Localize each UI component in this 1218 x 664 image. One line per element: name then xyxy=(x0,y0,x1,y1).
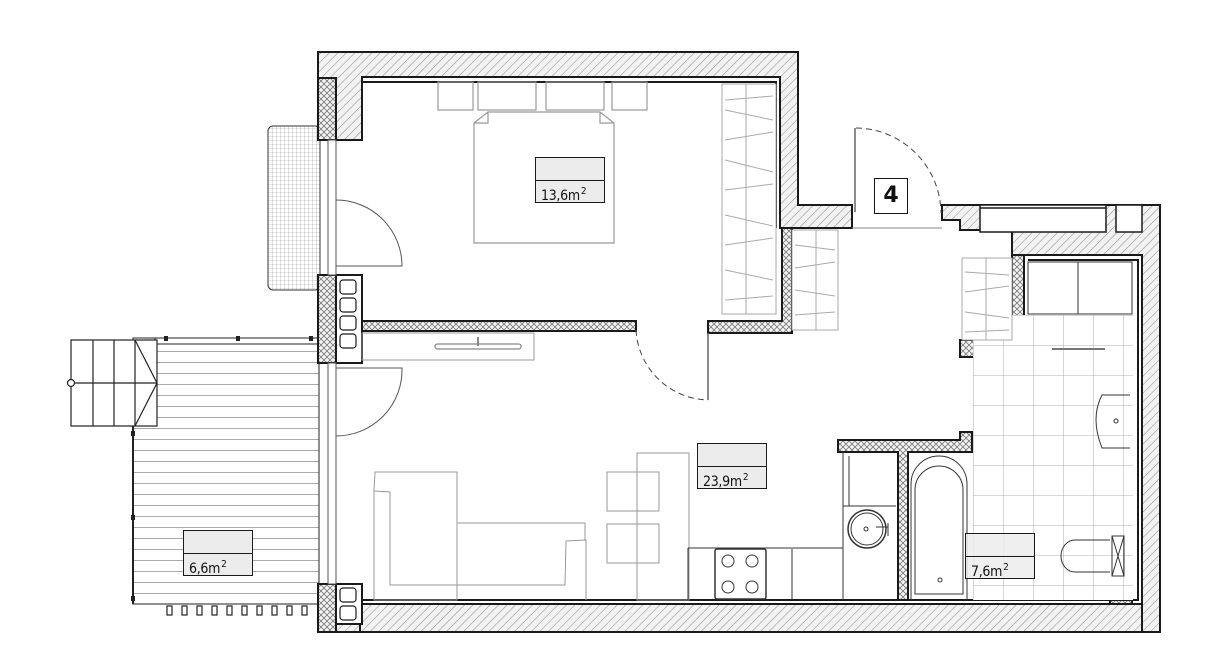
bathroom-window xyxy=(979,204,1143,233)
apartment-number-badge: 4 xyxy=(874,178,908,214)
living-door-swing xyxy=(335,367,403,437)
bathroom-sink xyxy=(1095,394,1130,449)
toilet xyxy=(1060,535,1125,577)
area-value: 23,9 xyxy=(703,474,730,490)
pillars xyxy=(317,77,337,633)
planter xyxy=(267,125,321,291)
bedroom-door-swing xyxy=(335,199,403,268)
area-value: 6,6 xyxy=(189,561,209,577)
area-label-bathroom: 7,6m2 xyxy=(965,533,1035,580)
radiator xyxy=(335,274,363,625)
area-label-bedroom: 13,6m2 xyxy=(535,157,605,204)
area-value: 13,6 xyxy=(541,188,568,204)
bed xyxy=(437,81,648,244)
bathtub xyxy=(910,455,968,600)
kitchen-counter xyxy=(687,452,896,600)
area-label-balcony: 6,6m2 xyxy=(183,530,253,577)
area-label-living-kitchen: 23,9m2 xyxy=(697,443,767,490)
interior-door-swings xyxy=(635,127,942,401)
left-windows xyxy=(327,139,337,585)
sofa xyxy=(373,471,587,601)
stairs xyxy=(66,339,158,427)
area-value: 7,6 xyxy=(971,564,991,580)
dining-table xyxy=(606,452,690,601)
wardrobe xyxy=(721,83,1013,341)
tv-unit xyxy=(361,332,535,361)
